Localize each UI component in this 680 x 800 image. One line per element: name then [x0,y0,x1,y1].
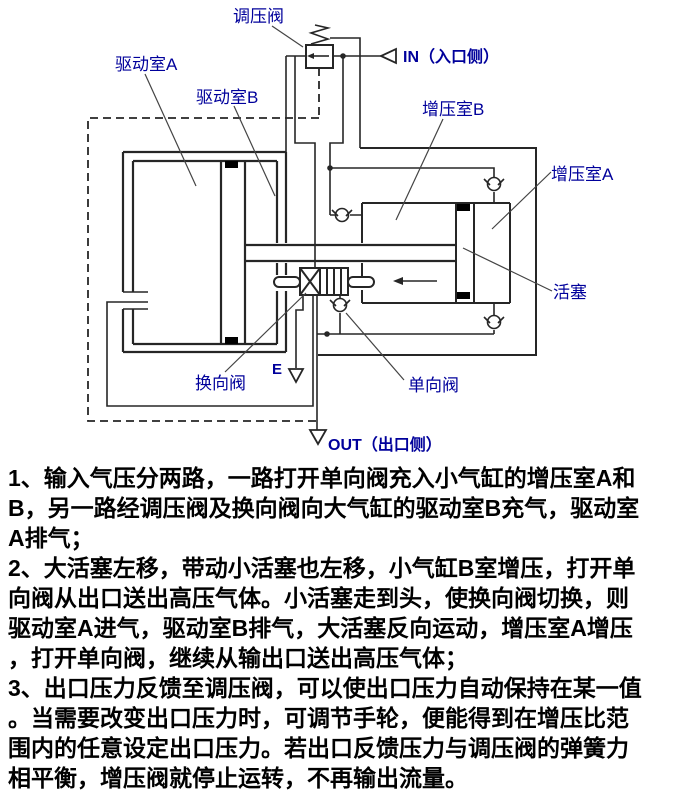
regulator-valve-symbol [305,24,334,69]
description-line: 。当需要改变出口压力时，可调节手轮，便能得到在增压比范 [8,705,629,731]
pneumatic-schematic: 调压阀 IN（入口侧） 驱动室A 驱动室B 增压室B 增压室A 活塞 换向阀 E… [87,7,614,454]
regulator-to-directional-line [294,56,316,268]
description-line: 3、出口压力反馈至调压阀，可以使出口压力自动保持在某一值 [8,675,642,701]
top-distribution-line [330,167,495,203]
check-valve-icon-boost-a-out [483,314,505,330]
leader-lines [144,25,553,381]
large-piston-seals [225,161,238,344]
seal-top [457,204,470,211]
supply-around-booster-line [330,37,361,148]
regulator-valve-label: 调压阀 [233,7,284,26]
junction-dots [324,53,346,337]
drive-a-pipe [106,295,314,407]
large-cylinder [121,150,456,354]
feedback-dashed-line [87,68,320,422]
description-line: 1、输入气压分两路，一路打开单向阀充入小气缸的增压室A和 [8,465,636,491]
flow-arrow-icon [307,53,314,59]
check-valve-label: 单向阀 [408,376,459,395]
out-port-label: OUT（出口侧） [328,435,442,454]
small-cylinder-wall [361,202,511,304]
boost-chamber-a-label: 增压室A [551,165,614,184]
small-cylinder [361,202,511,304]
drive-chamber-a-label: 驱动室A [115,55,178,74]
exhaust-triangle-icon [287,368,305,384]
port-triangles [287,47,397,446]
seal-top [225,161,238,168]
spring-icon [308,24,332,45]
large-cylinder-outer-wall [121,150,288,354]
diagram-labels: 调压阀 IN（入口侧） 驱动室A 驱动室B 增压室B 增压室A 活塞 换向阀 E… [115,7,614,454]
motion-arrow-icon [393,277,437,285]
pipes [106,37,495,430]
description-line: ，打开单向阀，继续从输出口送出高压气体； [8,645,468,671]
small-piston-seals [457,204,470,299]
piston-rod [245,243,456,263]
exhaust-path [295,295,304,368]
description-line: A排气； [8,525,94,551]
description-line: 驱动室A进气，驱动室B排气，大活塞反向运动，增压室A增压 [8,615,633,641]
drive-a-port-notch [123,291,148,310]
exhaust-label: E [272,361,282,378]
seal-bottom [225,337,238,344]
check-valve-icon-boost-b-in [331,207,353,223]
large-cylinder-inner-wall [131,159,279,346]
directional-valve-symbol [273,267,375,296]
description-text: 1、输入气压分两路，一路打开单向阀充入小气缸的增压室A和 B，另一路经调压阀及换… [8,463,674,793]
check-valve-icon-boost-a-in [483,176,505,192]
out-port-triangle-icon [308,429,328,446]
valve-pin-right [347,276,375,288]
description-line: 2、大活塞左移，带动小活塞也左移，小气缸B室增压，打开单 [8,555,636,581]
directional-valve-label: 换向阀 [195,374,246,393]
check-valve-icon-boost-b-out [329,297,351,313]
bottom-collection-line [317,303,495,335]
boost-chamber-b-label: 增压室B [422,100,484,119]
check-valve-icons [329,176,505,330]
booster-assembly-box [318,147,537,356]
description-line: 相平衡，增压阀就停止运转，不再输出流量。 [8,765,468,791]
small-piston [455,203,475,303]
regulator-left-line [285,55,306,152]
description-line: B，另一路经调压阀及换向阀向大气缸的驱动室B充气，驱动室 [8,495,640,521]
large-piston [219,161,247,344]
in-junction-drop [329,56,344,215]
in-port-triangle-icon [378,47,397,65]
piston-label: 活塞 [553,283,587,302]
drive-chamber-b-label: 驱动室B [196,88,258,107]
in-port-label: IN（入口侧） [403,47,499,66]
description-line: 向阀从出口送出高压气体。小活塞走到头，使换向阀切换，则 [8,585,629,611]
description-line: 围内的任意设定出口压力。若出口反馈压力与调压阀的弹簧力 [8,735,629,761]
seal-bottom [457,292,470,299]
valve-pin-left [273,276,301,288]
